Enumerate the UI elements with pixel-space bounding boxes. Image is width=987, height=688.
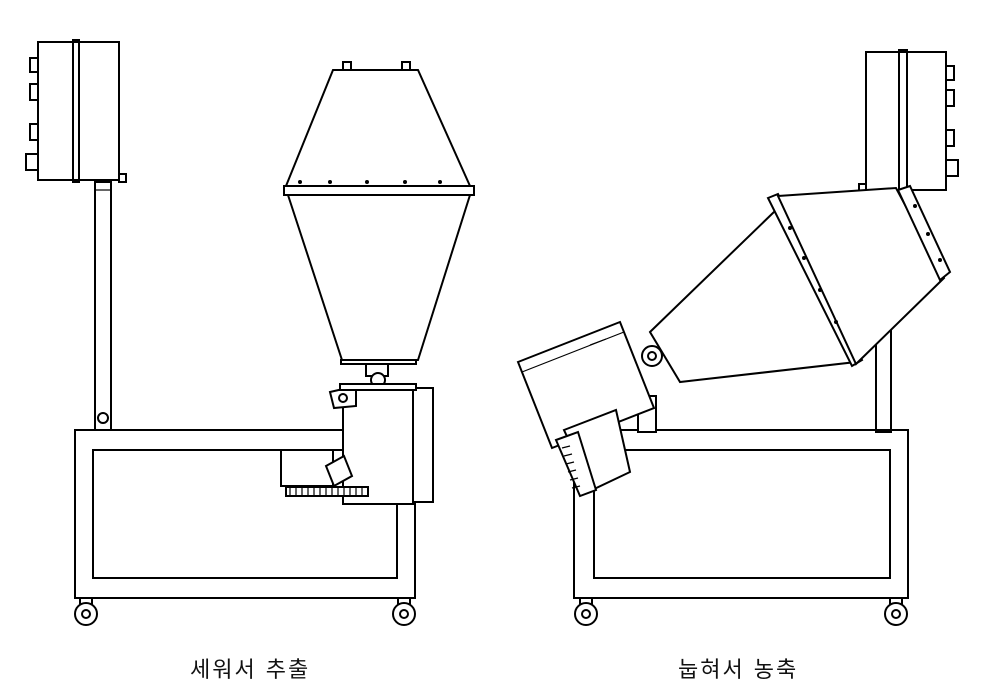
caster-right-2: [884, 597, 908, 626]
support-post-right: [875, 329, 892, 433]
base-frame-right: [573, 429, 909, 599]
control-box-left: [25, 39, 127, 183]
base-frame-left: [74, 429, 416, 599]
drive-housing-right: [516, 320, 656, 498]
control-box-right: [858, 49, 959, 193]
caption-tilted-concentration: 눕혀서 농축: [678, 658, 799, 683]
vessel-tilted: [641, 184, 952, 384]
caster-right-1: [574, 597, 598, 626]
drive-housing-left: [280, 384, 434, 505]
support-post-left: [94, 181, 112, 431]
caption-upright-extraction: 세워서 추출: [190, 658, 311, 683]
upright-extractor: [25, 39, 475, 626]
pivot-left: [339, 361, 417, 391]
caster-left-2: [392, 597, 416, 626]
vessel-upright: [283, 61, 475, 365]
tilted-concentrator: [516, 49, 959, 626]
caster-left-1: [74, 597, 98, 626]
